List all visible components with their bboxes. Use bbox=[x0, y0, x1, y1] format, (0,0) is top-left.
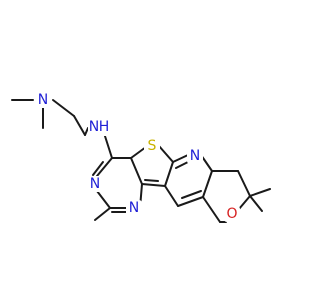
pyridine-nitrogen: N bbox=[187, 148, 203, 164]
thiophene-sulfur: S bbox=[144, 138, 160, 154]
svg-text:N: N bbox=[129, 200, 139, 216]
svg-text:S: S bbox=[148, 138, 157, 154]
dimethylamine-nitrogen: N bbox=[35, 92, 51, 108]
pyrimidine-nitrogen-upper: N bbox=[87, 176, 103, 192]
atom-labels: N N H S N N N O bbox=[35, 92, 240, 222]
pyran-oxygen: O bbox=[224, 206, 240, 222]
molecule-structure: N N H S N N N O bbox=[11, 92, 271, 223]
secondary-amine-nh: N H bbox=[88, 118, 110, 136]
pyrimidine-nitrogen-lower: N bbox=[126, 200, 142, 216]
svg-text:H: H bbox=[99, 119, 110, 135]
svg-text:O: O bbox=[226, 206, 237, 222]
bond-lines bbox=[11, 99, 271, 223]
svg-text:N: N bbox=[190, 148, 200, 164]
svg-text:N: N bbox=[38, 92, 48, 108]
svg-text:N: N bbox=[90, 176, 100, 192]
svg-text:N: N bbox=[89, 119, 99, 135]
